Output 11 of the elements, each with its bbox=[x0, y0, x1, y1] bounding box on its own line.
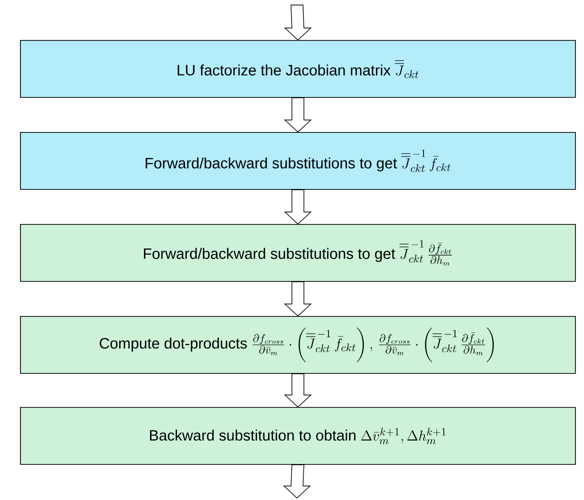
process-box: Compute dot-products $\frac{\partial f_{cross}}{\partial\bar{v}_m}\cdot\left(\overline{\overline{J}}_{ckt}^{\,-1}\,\bar{f}_{ckt}\right),\,\frac{\partial f_{cross}}{\partial\bar{v}_m}\cdot\left(\overline{\overline{J}}_{ckt}^{\,-1}\,\frac{\partial\bar{f}_{ckt}}{\partial h_m}\right)$ bbox=[20, 316, 576, 374]
process-box: Forward/backward substitutions to get $\overline{\overline{J}}_{ckt}^{\,-1}\,\frac{\partial\bar{f}_{ckt}}{\partial h_m}$ bbox=[20, 224, 576, 282]
arrow bbox=[284, 4, 312, 40]
process-box: Forward/backward substitutions to get $\overline{\overline{J}}_{ckt}^{\,-1}\,\bar{f}_{ckt}$ bbox=[20, 132, 576, 190]
arrow bbox=[283, 464, 311, 498]
arrow bbox=[284, 189, 312, 224]
process-box: Backward substitution to obtain $\Delta\bar{v}_m^{k+1},\Delta h_m^{k+1}$ bbox=[20, 407, 576, 465]
arrow bbox=[284, 97, 312, 132]
process-box: LU factorize the Jacobian matrix $\overline{\overline{J}}_{ckt}$ bbox=[20, 40, 576, 98]
arrow bbox=[284, 373, 312, 408]
arrow bbox=[284, 281, 312, 316]
